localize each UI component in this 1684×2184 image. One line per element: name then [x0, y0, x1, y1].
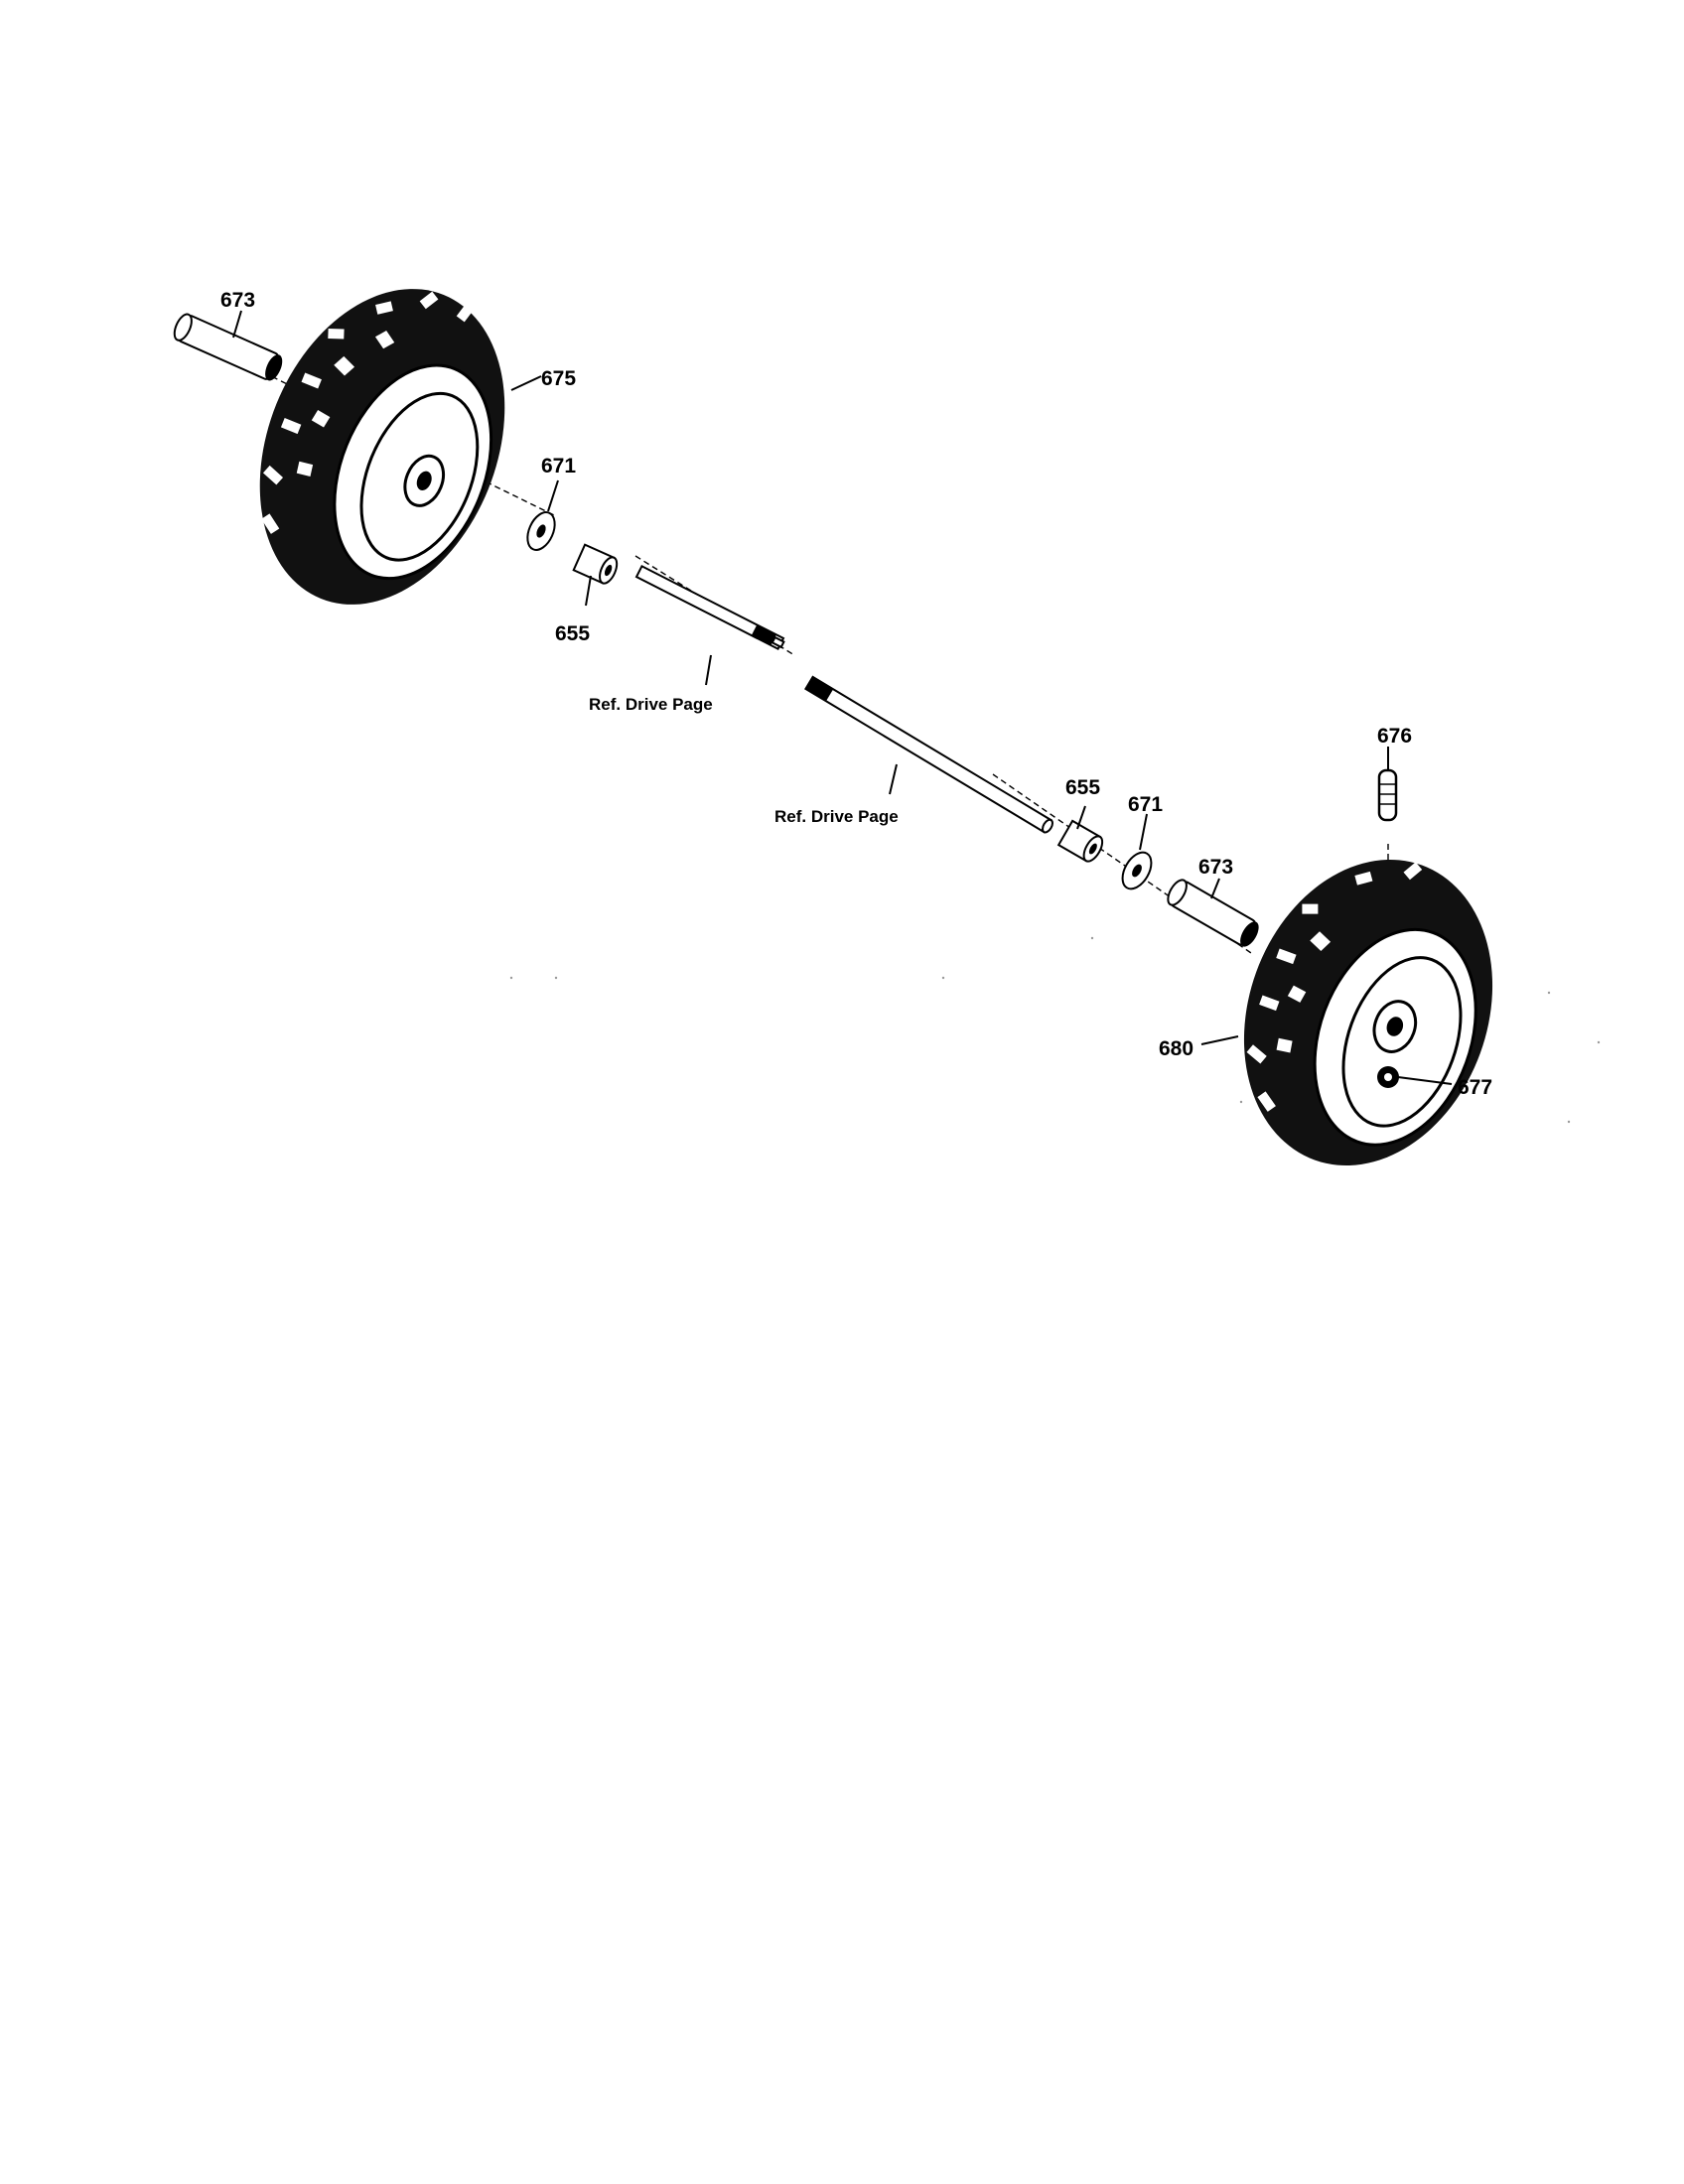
right-spacer-tube [1167, 879, 1259, 947]
callout-right-clip: 677 [1458, 1076, 1492, 1099]
callout-right-wheel: 680 [1159, 1037, 1193, 1060]
callout-left-washer: 671 [541, 455, 576, 478]
right-wheel-assembly [804, 675, 1493, 1166]
callout-right-bushing: 655 [1065, 776, 1100, 799]
callout-left-shaft-ref: Ref. Drive Page [589, 695, 713, 714]
left-axle-shaft [634, 564, 785, 651]
scan-speckles [509, 936, 1601, 1124]
callout-left-bushing: 655 [555, 622, 590, 645]
right-wheel-tire [1243, 859, 1493, 1166]
right-washer [1121, 851, 1153, 890]
left-washer [526, 511, 556, 551]
leader-lines [232, 310, 1453, 1085]
callout-left-spacer: 673 [220, 289, 255, 312]
right-bushing [1056, 819, 1104, 863]
left-spacer-tube [173, 313, 283, 381]
right-pin [1377, 768, 1398, 822]
callout-right-spacer: 673 [1198, 856, 1233, 879]
left-wheel-assembly [173, 289, 785, 651]
callout-right-pin: 676 [1377, 725, 1412, 748]
callout-right-shaft-ref: Ref. Drive Page [774, 807, 899, 826]
callout-right-washer: 671 [1128, 793, 1163, 816]
callout-left-wheel: 675 [541, 367, 576, 390]
right-clip [1377, 1066, 1399, 1088]
left-wheel-tire [259, 289, 505, 605]
left-bushing [572, 543, 619, 585]
right-axle-shaft [804, 675, 1053, 834]
